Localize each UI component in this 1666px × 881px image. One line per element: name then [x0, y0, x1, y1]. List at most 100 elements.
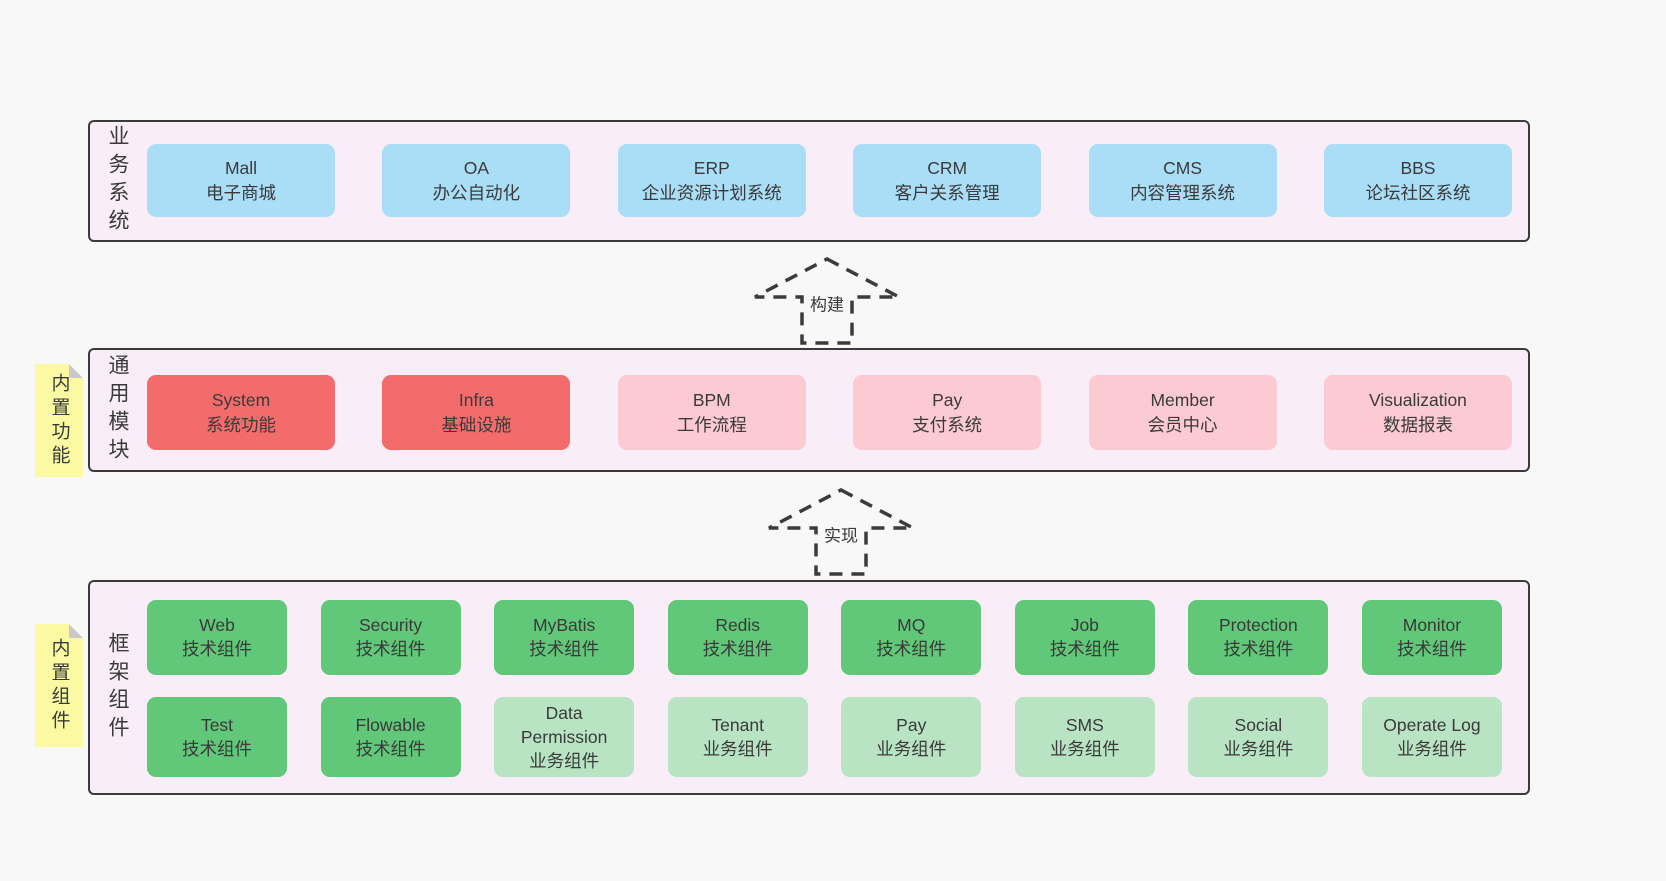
box-data-permission: Data Permission 业务组件: [494, 696, 635, 777]
box-subtitle: 技术组件: [355, 639, 426, 660]
box-title: Protection: [1218, 615, 1298, 636]
box-web: Web 技术组件: [147, 600, 287, 675]
sticky-note-built-in-components: 内置组件: [35, 624, 83, 747]
box-subtitle: 业务组件: [876, 738, 947, 759]
sticky-note-text: 内置功能: [48, 372, 70, 469]
box-subtitle: 技术组件: [529, 639, 600, 660]
box-title: OA: [463, 158, 490, 179]
box-title: Pay: [896, 714, 927, 735]
box-subtitle: 技术组件: [1049, 639, 1120, 660]
box-job: Job 技术组件: [1014, 600, 1155, 675]
box-title: Redis: [715, 615, 761, 636]
box-title: BPM: [692, 390, 731, 411]
box-subtitle: 技术组件: [1396, 639, 1467, 660]
box-subtitle: 支付系统: [912, 414, 983, 435]
box-protection: Protection 技术组件: [1188, 600, 1329, 675]
box-title: Flowable: [355, 714, 426, 735]
folded-corner-icon: [69, 624, 83, 638]
box-subtitle: 客户关系管理: [894, 182, 1000, 203]
box-title: Security: [358, 615, 423, 636]
box-title: Monitor: [1402, 615, 1462, 636]
box-visualization: Visualization 数据报表: [1323, 375, 1512, 450]
box-subtitle: 业务组件: [529, 750, 600, 771]
box-subtitle: 技术组件: [182, 639, 252, 660]
box-title: CRM: [927, 158, 968, 179]
box-subtitle: 业务组件: [1223, 738, 1294, 759]
box-sms: SMS 业务组件: [1014, 696, 1155, 777]
box-redis: Redis 技术组件: [667, 600, 808, 675]
box-title: Test: [200, 714, 234, 735]
box-subtitle: 技术组件: [1223, 639, 1294, 660]
box-subtitle: 业务组件: [702, 738, 773, 759]
box-mybatis: MyBatis 技术组件: [494, 600, 635, 675]
box-bbs: BBS 论坛社区系统: [1323, 144, 1512, 217]
box-subtitle: 基础设施: [441, 414, 512, 435]
box-title: Operate Log: [1383, 714, 1481, 735]
layer-label: 业务系统: [106, 125, 129, 237]
box-subtitle: 业务组件: [1396, 738, 1467, 759]
box-subtitle: 论坛社区系统: [1365, 182, 1471, 203]
box-security: Security 技术组件: [320, 600, 461, 675]
box-tenant: Tenant 业务组件: [667, 696, 808, 777]
box-title: Infra: [458, 390, 494, 411]
up-arrow-icon: [754, 257, 900, 345]
box-subtitle: 技术组件: [182, 738, 252, 759]
box-title: MQ: [897, 615, 926, 636]
layer-common-modules: 通用模块 System 系统功能 Infra 基础设施 BPM 工作流程 Pay…: [88, 348, 1530, 472]
box-title: SMS: [1065, 714, 1104, 735]
box-subtitle: 工作流程: [676, 414, 747, 435]
box-subtitle: 技术组件: [355, 738, 426, 759]
box-erp: ERP 企业资源计划系统: [617, 144, 806, 217]
box-title: MyBatis: [533, 615, 596, 636]
box-subtitle: 业务组件: [1049, 738, 1120, 759]
box-cms: CMS 内容管理系统: [1088, 144, 1277, 217]
box-monitor: Monitor 技术组件: [1361, 600, 1502, 675]
box-title: System: [211, 390, 271, 411]
arrow-build: 构建: [752, 256, 902, 346]
box-title: Pay: [932, 390, 963, 411]
box-title: Visualization: [1368, 390, 1467, 411]
box-title: Mall: [224, 158, 258, 179]
box-mall: Mall 电子商城: [147, 144, 335, 217]
box-title: ERP: [693, 158, 730, 179]
arrow-label: 构建: [805, 289, 849, 317]
box-system: System 系统功能: [147, 375, 335, 450]
box-oa: OA 办公自动化: [382, 144, 571, 217]
layer-label: 通用模块: [106, 354, 129, 466]
box-subtitle: 会员中心: [1147, 414, 1218, 435]
box-title: BBS: [1400, 158, 1436, 179]
box-title: Web: [199, 615, 235, 636]
layer-business-systems: 业务系统 Mall 电子商城 OA 办公自动化 ERP 企业资源计划系统 CRM…: [88, 120, 1530, 242]
layer-label: 框架组件: [106, 631, 129, 744]
box-member: Member 会员中心: [1088, 375, 1277, 450]
box-subtitle: 技术组件: [876, 639, 947, 660]
layer-framework-components: 框架组件 Web 技术组件 Security 技术组件 MyBatis 技术组件…: [88, 580, 1530, 795]
box-subtitle: 电子商城: [206, 182, 276, 203]
box-title: Tenant: [711, 714, 764, 735]
box-social: Social 业务组件: [1188, 696, 1329, 777]
arrow-label: 实现: [819, 520, 863, 548]
box-subtitle: 数据报表: [1382, 414, 1453, 435]
box-infra: Infra 基础设施: [382, 375, 571, 450]
box-subtitle: 技术组件: [702, 639, 773, 660]
box-flowable: Flowable 技术组件: [320, 696, 461, 777]
box-bpm: BPM 工作流程: [617, 375, 806, 450]
box-test: Test 技术组件: [147, 696, 287, 777]
box-operate-log: Operate Log 业务组件: [1361, 696, 1502, 777]
box-title: CMS: [1163, 158, 1202, 179]
box-crm: CRM 客户关系管理: [853, 144, 1042, 217]
box-subtitle: 办公自动化: [432, 182, 521, 203]
box-title: Job: [1070, 615, 1099, 636]
box-title: Social: [1234, 714, 1283, 735]
box-subtitle: 内容管理系统: [1130, 182, 1236, 203]
sticky-note-built-in-features: 内置功能: [35, 364, 83, 477]
box-pay: Pay 支付系统: [853, 375, 1042, 450]
box-pay-biz: Pay 业务组件: [841, 696, 982, 777]
arrow-implement: 实现: [766, 487, 916, 577]
sticky-note-text: 内置组件: [48, 637, 70, 734]
up-arrow-icon: [768, 488, 914, 576]
box-mq: MQ 技术组件: [841, 600, 982, 675]
box-title: Member: [1150, 390, 1215, 411]
box-subtitle: 系统功能: [206, 414, 276, 435]
